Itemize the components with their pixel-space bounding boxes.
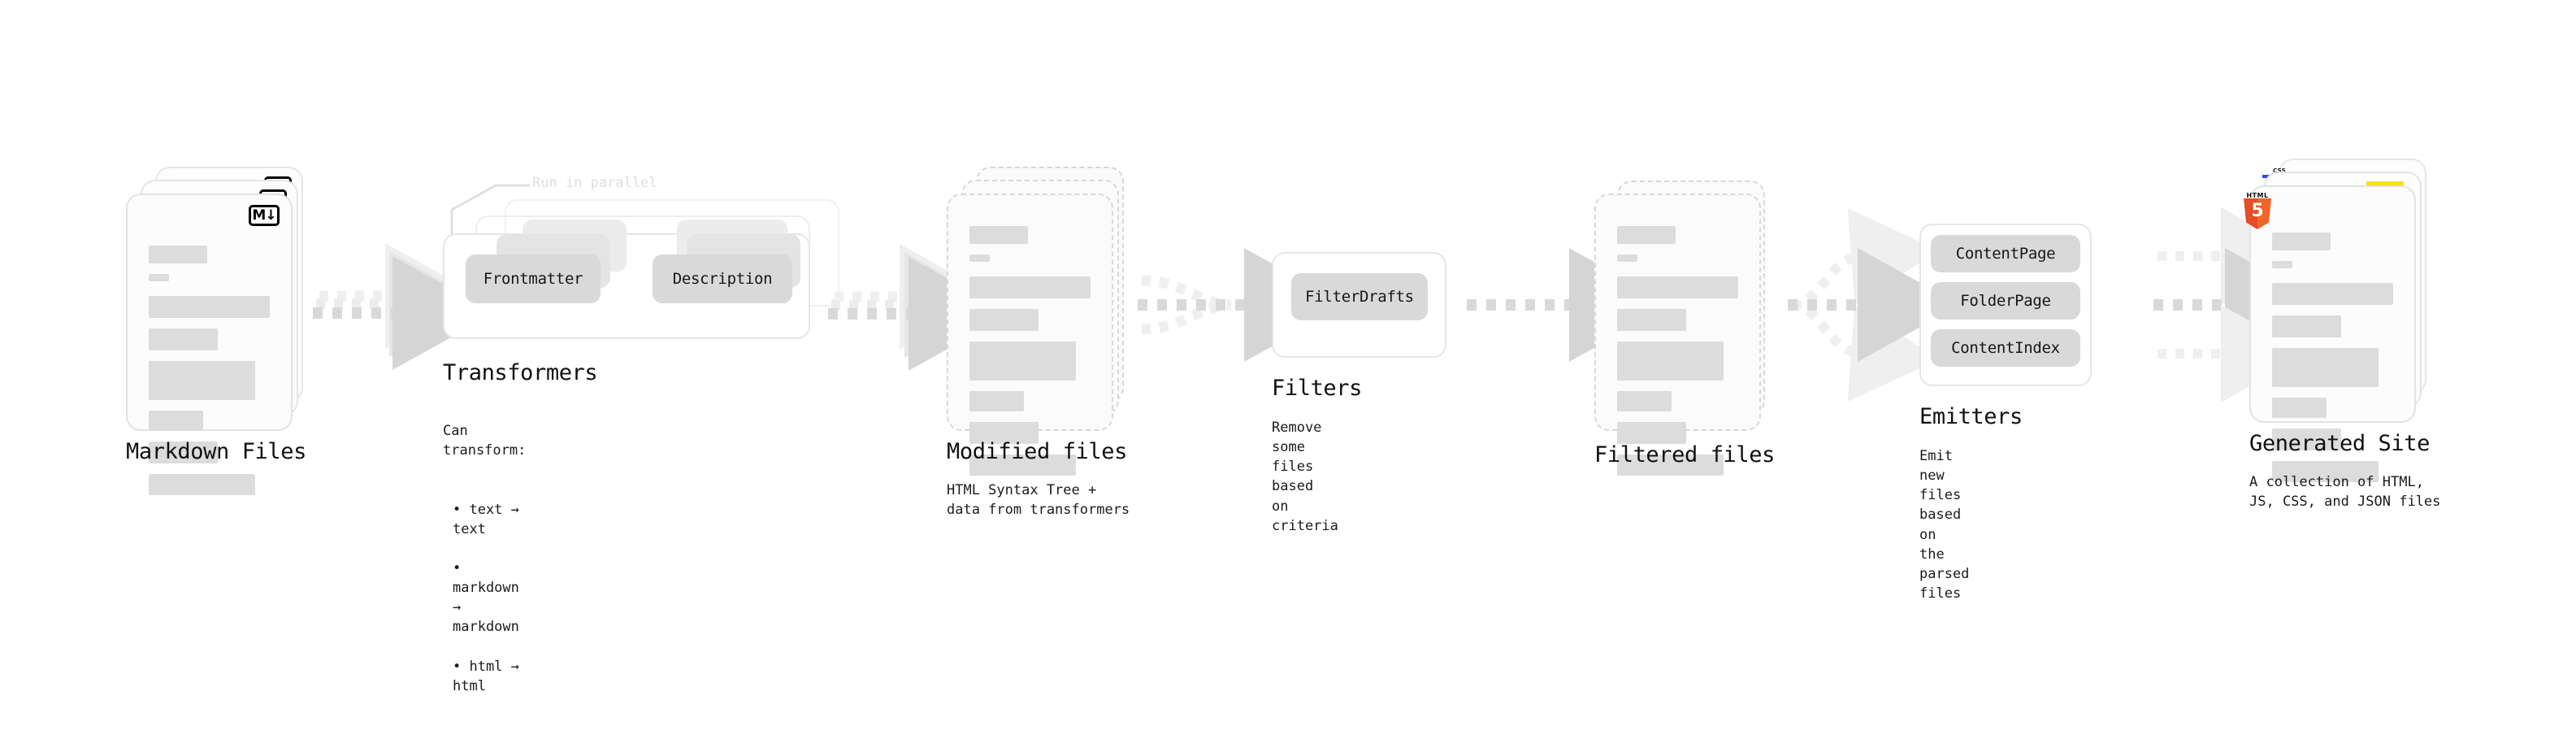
skeleton-bar <box>2272 233 2331 250</box>
skeleton-bar <box>2272 348 2379 387</box>
skeleton-bar <box>149 361 256 400</box>
transformers-desc-head: Can transform: <box>443 423 527 459</box>
skeleton-bar <box>1617 254 1638 262</box>
skeleton-bar <box>1617 454 1724 476</box>
generated-card-front-html[interactable]: HTML 5 <box>2244 185 2416 482</box>
skeleton-bar <box>1617 391 1672 411</box>
html5-icon: HTML 5 <box>2241 192 2274 229</box>
transformer-pill-description[interactable]: Description <box>653 254 792 303</box>
generated-skeleton-bars <box>2272 233 2393 482</box>
skeleton-bar <box>149 274 170 281</box>
arrow-transformers-to-modified <box>828 244 1011 371</box>
emitter-pill-contentpage[interactable]: ContentPage <box>1931 235 2080 272</box>
skeleton-bar <box>149 328 218 350</box>
transformers-desc-item: • markdown → markdown <box>453 560 519 636</box>
transformer-pill-frontmatter[interactable]: Frontmatter <box>466 254 601 303</box>
skeleton-bar <box>969 391 1025 411</box>
skeleton-bar <box>969 454 1077 476</box>
stage-markdown-files[interactable]: M↓ M↓ M↓ Markdown Files <box>126 167 313 495</box>
emitters-title: Emitters <box>1919 404 2023 429</box>
skeleton-bar <box>969 226 1028 244</box>
skeleton-bar <box>2272 315 2341 337</box>
modified-skeleton-bars <box>969 226 1091 476</box>
skeleton-bar <box>1617 341 1724 381</box>
skeleton-bar <box>2272 461 2379 482</box>
skeleton-bar <box>1617 309 1686 331</box>
filters-description: Remove some files based on criteria <box>1272 420 1338 534</box>
skeleton-bar <box>2272 428 2341 450</box>
skeleton-bar <box>2272 398 2327 418</box>
skeleton-bar <box>969 309 1039 331</box>
skeleton-bar <box>1617 226 1676 244</box>
filter-pill-filterdrafts[interactable]: FilterDrafts <box>1291 273 1428 320</box>
transformers-description: Can transform: • text → text • markdown … <box>443 402 526 735</box>
arrow-emitters-to-generated-site <box>2153 207 2327 402</box>
stage-modified-files[interactable]: Modified files HTML Syntax Tree + data f… <box>947 167 1134 518</box>
skeleton-bar <box>149 474 256 495</box>
emitter-pill-folderpage[interactable]: FolderPage <box>1931 282 2080 320</box>
markdown-icon: M↓ <box>249 205 280 226</box>
html5-icon-number: 5 <box>2251 201 2264 221</box>
css-icon-label: CSS <box>2273 167 2286 174</box>
arrow-filtered-to-emitters <box>1788 208 1960 402</box>
markdown-files-title: Markdown Files <box>126 439 306 464</box>
skeleton-bar <box>149 296 270 318</box>
skeleton-bar <box>969 341 1077 381</box>
skeleton-bar <box>2272 261 2293 268</box>
pipeline-diagram: M↓ M↓ M↓ Markdown Files <box>0 0 2576 681</box>
skeleton-bar <box>969 422 1039 444</box>
filters-title: Filters <box>1272 376 1362 401</box>
run-in-parallel-annotation: Run in parallel <box>532 175 657 191</box>
emitter-pill-contentindex[interactable]: ContentIndex <box>1931 329 2080 367</box>
skeleton-bar <box>969 254 991 262</box>
stage-generated-site[interactable]: CSS HTML 5 <box>2244 159 2444 510</box>
generated-site-title: Generated Site <box>2249 431 2430 456</box>
markdown-card-front[interactable]: M↓ <box>126 194 293 495</box>
filtered-skeleton-bars <box>1617 226 1738 476</box>
skeleton-bar <box>149 246 207 263</box>
generated-site-description: A collection of HTML, JS, CSS, and JSON … <box>2249 474 2441 511</box>
modified-card-front[interactable] <box>947 194 1113 476</box>
markdown-skeleton-bars <box>149 246 270 495</box>
html5-icon-shield: 5 <box>2244 198 2271 229</box>
filtered-card-front[interactable] <box>1594 194 1761 476</box>
filtered-files-title: Filtered files <box>1594 442 1775 468</box>
skeleton-bar <box>1617 422 1686 444</box>
arrow-modified-to-filters <box>1138 248 1347 362</box>
skeleton-bar <box>149 411 204 431</box>
skeleton-bar <box>149 441 218 463</box>
skeleton-bar <box>969 276 1091 298</box>
transformers-desc-item: • html → html <box>453 658 519 694</box>
arrow-markdown-to-transformers <box>313 243 495 370</box>
transformers-desc-item: • text → text <box>453 501 519 537</box>
modified-files-description: HTML Syntax Tree + data from transformer… <box>947 482 1130 519</box>
transformers-title: Transformers <box>443 360 598 385</box>
emitters-description: Emit new files based on the parsed files <box>1919 448 1970 602</box>
modified-files-title: Modified files <box>947 439 1127 464</box>
stage-filtered-files[interactable]: Filtered files <box>1594 180 1781 476</box>
skeleton-bar <box>2272 283 2393 305</box>
skeleton-bar <box>1617 276 1738 298</box>
html5-icon-label: HTML <box>2246 192 2269 199</box>
